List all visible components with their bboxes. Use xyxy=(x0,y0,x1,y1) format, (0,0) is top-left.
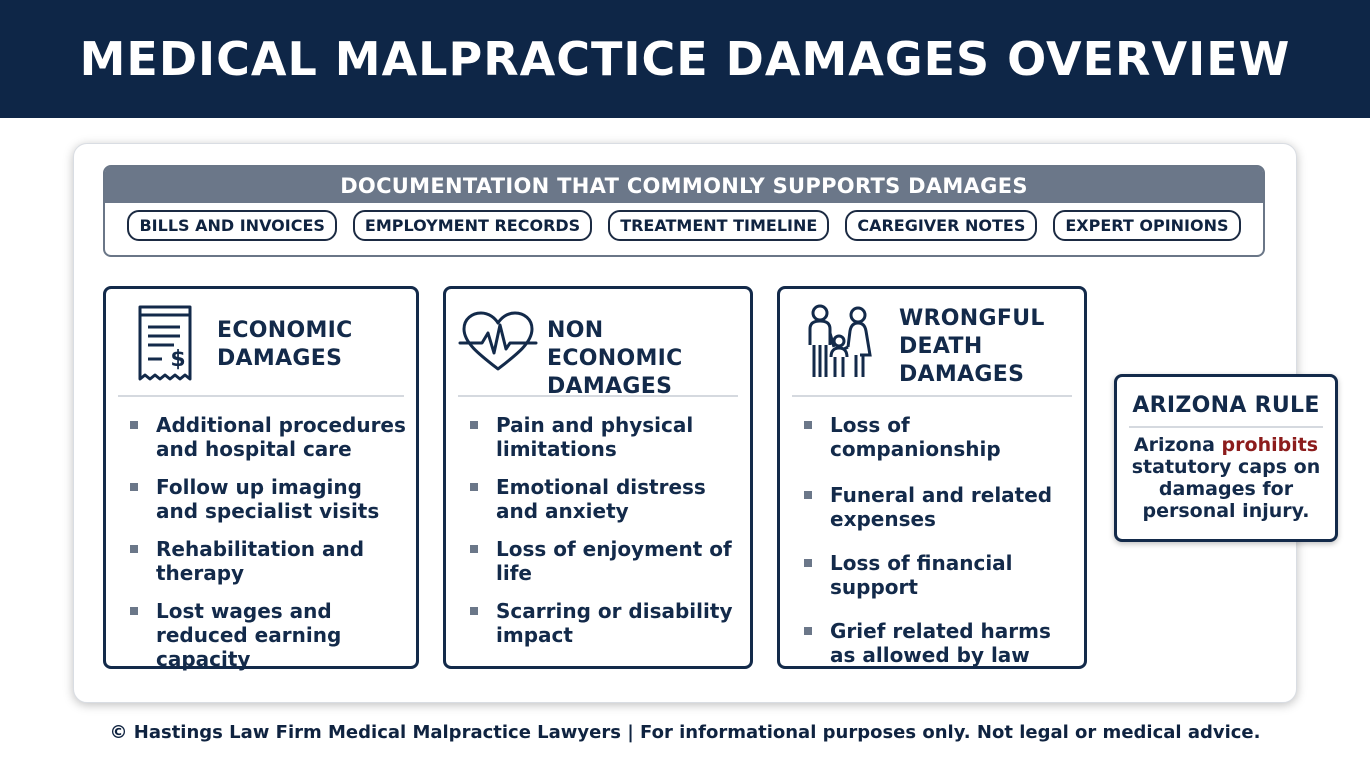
list-item: Loss of financial support xyxy=(802,551,1076,599)
footer-disclaimer: © Hastings Law Firm Medical Malpractice … xyxy=(109,722,1261,743)
economic-damages-list: Additional procedures and hospital care … xyxy=(128,413,408,685)
svg-text:$: $ xyxy=(170,347,185,372)
list-item: Rehabilitation and therapy xyxy=(128,537,408,585)
receipt-dollar-icon: $ xyxy=(138,305,192,381)
card-header: $ ECONOMIC DAMAGES xyxy=(118,289,404,397)
doc-chip-bills: BILLS AND INVOICES xyxy=(127,210,337,241)
page-header: MEDICAL MALPRACTICE DAMAGES OVERVIEW xyxy=(0,0,1370,118)
non-economic-damages-card: NON ECONOMIC DAMAGES Pain and physical l… xyxy=(443,286,753,669)
arizona-rule-title: ARIZONA RULE xyxy=(1132,393,1320,418)
list-item: Grief related harms as allowed by law xyxy=(802,619,1076,667)
documentation-chips: BILLS AND INVOICES EMPLOYMENT RECORDS TR… xyxy=(105,210,1263,241)
list-item: Loss of companionship xyxy=(802,413,1076,461)
doc-chip-timeline: TREATMENT TIMELINE xyxy=(608,210,830,241)
heart-pulse-icon xyxy=(458,311,538,371)
arizona-rule-callout: ARIZONA RULE Arizona prohibits statutory… xyxy=(1114,374,1338,542)
wrongful-death-damages-card: WRONGFUL DEATH DAMAGES Loss of companion… xyxy=(777,286,1087,669)
list-item: Emotional distress and anxiety xyxy=(468,475,742,523)
documentation-box: DOCUMENTATION THAT COMMONLY SUPPORTS DAM… xyxy=(103,165,1265,257)
list-item: Additional procedures and hospital care xyxy=(128,413,408,461)
list-item: Follow up imaging and specialist visits xyxy=(128,475,408,523)
documentation-title: DOCUMENTATION THAT COMMONLY SUPPORTS DAM… xyxy=(105,167,1263,203)
card-title: NON ECONOMIC DAMAGES xyxy=(547,318,683,399)
card-title: WRONGFUL DEATH DAMAGES xyxy=(899,306,1045,387)
card-header: WRONGFUL DEATH DAMAGES xyxy=(792,289,1072,397)
non-economic-damages-list: Pain and physical limitations Emotional … xyxy=(468,413,742,661)
doc-chip-expert: EXPERT OPINIONS xyxy=(1053,210,1241,241)
card-header: NON ECONOMIC DAMAGES xyxy=(458,289,738,399)
wrongful-death-damages-list: Loss of companionship Funeral and relate… xyxy=(802,413,1076,681)
economic-damages-card: $ ECONOMIC DAMAGES Additional procedures… xyxy=(103,286,419,671)
page-title: MEDICAL MALPRACTICE DAMAGES OVERVIEW xyxy=(79,32,1291,86)
list-item: Lost wages and reduced earning capacity xyxy=(128,599,408,671)
family-icon xyxy=(808,304,872,377)
list-item: Funeral and related expenses xyxy=(802,483,1076,531)
divider xyxy=(1129,426,1323,428)
doc-chip-caregiver: CAREGIVER NOTES xyxy=(845,210,1038,241)
list-item: Pain and physical limitations xyxy=(468,413,742,461)
arizona-rule-text: Arizona prohibits statutory caps on dama… xyxy=(1131,434,1321,522)
list-item: Scarring or disability impact xyxy=(468,599,742,647)
doc-chip-employment: EMPLOYMENT RECORDS xyxy=(352,210,593,241)
highlight-text: prohibits xyxy=(1221,434,1319,456)
card-title: ECONOMIC DAMAGES xyxy=(217,318,353,371)
list-item: Loss of enjoyment of life xyxy=(468,537,742,585)
